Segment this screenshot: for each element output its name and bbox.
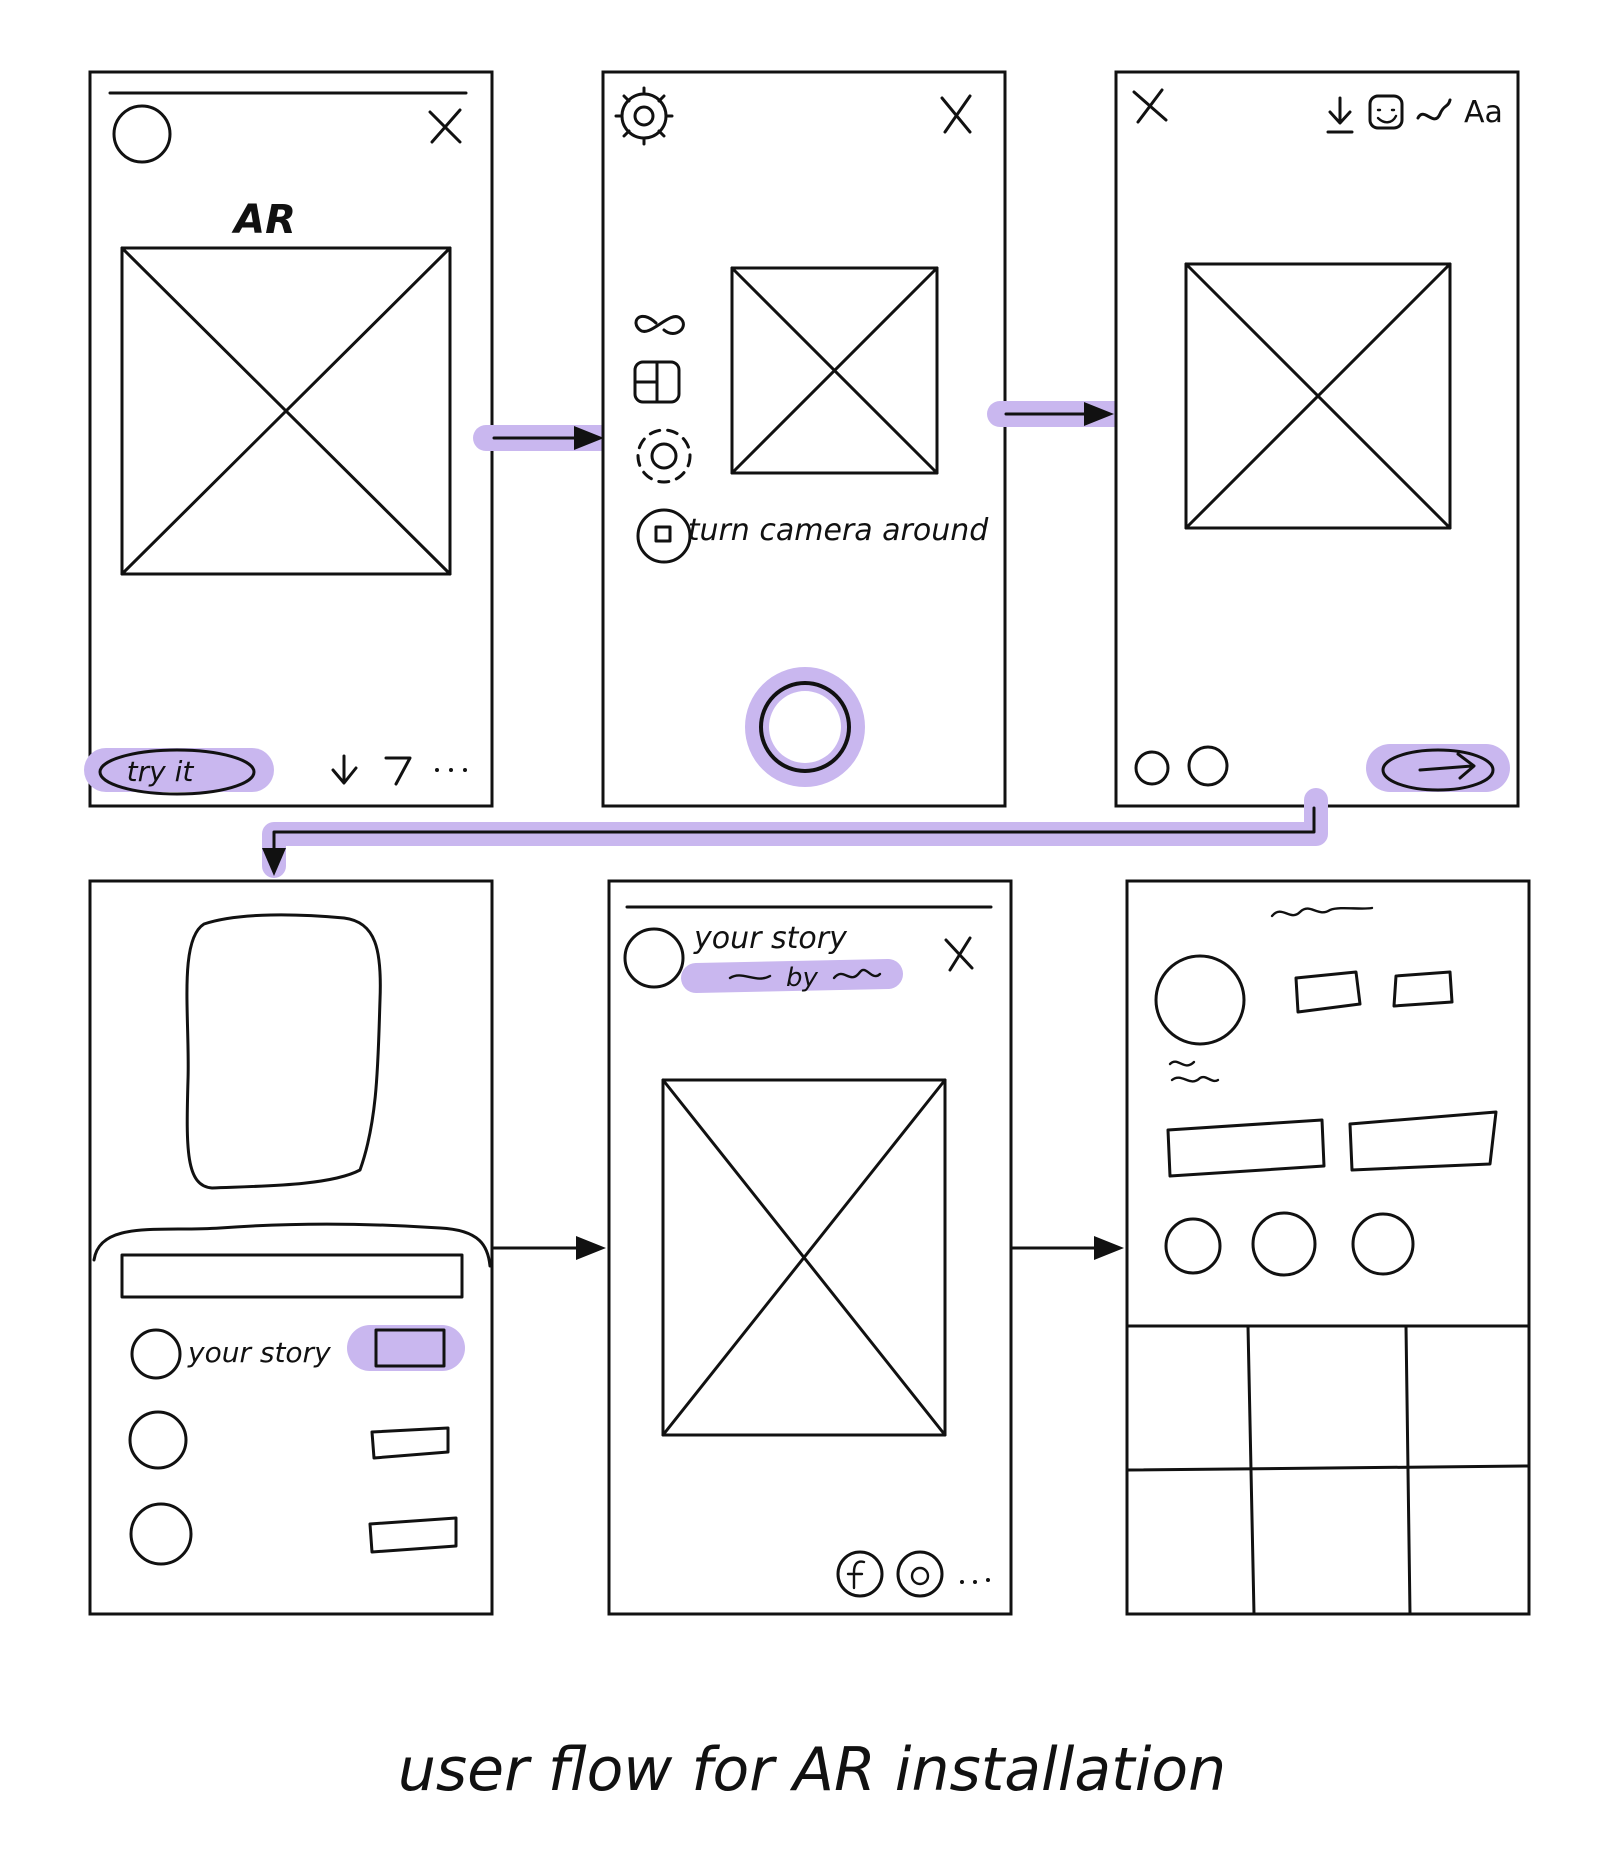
arrow-right-icon — [1418, 752, 1476, 780]
your-story-avatar — [130, 1328, 182, 1380]
flow-arrow-2 — [987, 401, 1135, 427]
message-button[interactable] — [1348, 1110, 1498, 1172]
close-icon[interactable] — [944, 936, 974, 972]
screen-ar-post: AR try it — [84, 70, 494, 808]
instagram-icon[interactable] — [896, 1550, 944, 1598]
sheet-edge — [92, 1222, 492, 1268]
username-squiggle — [1270, 906, 1374, 918]
flow-arrow-3 — [262, 788, 1328, 878]
image-placeholder — [1184, 262, 1452, 530]
image-placeholder — [120, 246, 452, 576]
byline-squiggle — [728, 974, 772, 980]
next-button[interactable] — [1381, 748, 1495, 792]
draw-icon[interactable] — [1416, 98, 1452, 121]
try-it-button[interactable] — [98, 748, 256, 796]
screen-frame — [1114, 70, 1520, 808]
more-icon[interactable] — [960, 1578, 990, 1584]
settings-icon[interactable] — [614, 86, 674, 146]
screen-frame — [1125, 879, 1531, 1616]
flow-arrow-5 — [1010, 1236, 1124, 1260]
flip-camera-hint: turn camera around — [688, 513, 990, 548]
screen-story-view: your story by — [607, 879, 1013, 1616]
avatar-icon — [1154, 954, 1246, 1046]
image-placeholder — [661, 1078, 947, 1437]
highlight-circle[interactable] — [1164, 1217, 1222, 1275]
focus-icon[interactable] — [636, 428, 692, 484]
follow-button[interactable] — [1166, 1118, 1326, 1178]
close-icon[interactable] — [1132, 88, 1168, 124]
story-preview-card — [185, 913, 382, 1190]
ar-label: AR — [231, 197, 296, 243]
contact-avatar — [128, 1410, 188, 1470]
close-icon[interactable] — [940, 94, 972, 134]
story-avatar — [623, 927, 685, 989]
shutter-button[interactable] — [759, 681, 851, 773]
screen-share-sheet: your story — [88, 879, 494, 1616]
your-story-label: your story — [187, 1336, 331, 1369]
share-icon[interactable] — [384, 756, 412, 786]
facebook-icon[interactable] — [836, 1550, 884, 1598]
screen-edit: Aa — [1114, 70, 1520, 808]
layout-icon[interactable] — [633, 360, 681, 404]
screen-frame — [88, 879, 494, 1616]
save-icon[interactable] — [331, 754, 358, 785]
story-byline: by — [786, 963, 819, 993]
post-grid — [1125, 1324, 1531, 1616]
more-icon[interactable] — [435, 768, 467, 772]
profile-avatar-icon[interactable] — [112, 104, 172, 164]
timer-icon[interactable] — [636, 508, 692, 564]
share-button[interactable] — [374, 1328, 446, 1368]
bio-squiggle — [1168, 1060, 1220, 1083]
close-icon[interactable] — [428, 108, 462, 144]
try-it-label: try it — [127, 755, 195, 788]
screen-camera: turn camera around — [601, 70, 1007, 808]
flow-arrow-4 — [492, 1236, 606, 1260]
contact-avatar — [129, 1502, 193, 1566]
search-input[interactable] — [120, 1253, 464, 1299]
story-title: your story — [693, 921, 848, 956]
send-button[interactable] — [368, 1516, 458, 1554]
infinity-icon[interactable] — [634, 315, 685, 335]
download-icon[interactable] — [1326, 96, 1354, 134]
send-button[interactable] — [370, 1426, 450, 1460]
highlight-circle[interactable] — [1251, 1211, 1317, 1277]
option-dot[interactable] — [1134, 750, 1170, 786]
stat-box — [1294, 970, 1362, 1014]
screen-profile — [1125, 879, 1531, 1616]
text-tool-icon[interactable]: Aa — [1464, 95, 1503, 130]
option-dot[interactable] — [1187, 745, 1229, 787]
diagram-caption: user flow for AR installation — [398, 1735, 1226, 1805]
byline-squiggle — [832, 968, 882, 980]
highlight-circle[interactable] — [1351, 1212, 1415, 1276]
image-placeholder — [730, 266, 939, 475]
stat-box — [1392, 970, 1454, 1008]
screen-frame — [88, 70, 494, 808]
flow-arrow-1 — [473, 425, 623, 451]
sticker-icon[interactable] — [1368, 94, 1404, 130]
